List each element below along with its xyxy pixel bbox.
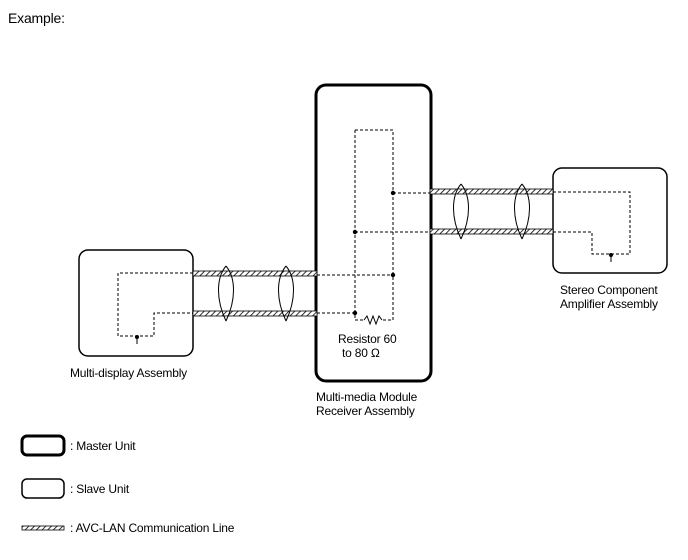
line-left-lower	[192, 310, 318, 317]
twist-symbols	[218, 183, 530, 322]
twist-left-2	[278, 265, 294, 322]
page-title: Example:	[8, 10, 65, 26]
twist-right-2	[514, 183, 530, 240]
legend-master-symbol	[20, 434, 66, 457]
resistor-label-line2: to 80 Ω	[342, 346, 380, 360]
twist-left-1	[218, 265, 234, 322]
stereo-amplifier-label-line2: Amplifier Assembly	[560, 297, 658, 311]
multi-display-box	[78, 249, 194, 357]
line-right-lower	[429, 228, 554, 235]
master-unit-label-line2: Receiver Assembly	[316, 404, 415, 418]
multi-display-label: Multi-display Assembly	[70, 366, 187, 380]
resistor-label-line1: Resistor 60	[338, 332, 397, 346]
master-unit-label-line1: Multi-media Module	[316, 390, 418, 404]
legend-master-label: : Master Unit	[70, 439, 136, 453]
line-right-upper	[429, 188, 554, 195]
line-left-upper	[192, 270, 318, 277]
legend-slave-symbol	[21, 478, 65, 499]
stereo-amplifier-box	[552, 167, 668, 274]
stereo-amplifier-label-line1: Stereo Component	[560, 283, 658, 297]
legend-line-symbol	[21, 525, 65, 531]
junction-dots	[135, 190, 613, 339]
twist-right-1	[453, 183, 469, 240]
legend-line-label: : AVC-LAN Communication Line	[70, 521, 235, 535]
legend-slave-label: : Slave Unit	[70, 482, 129, 496]
resistor-symbol	[363, 314, 383, 326]
